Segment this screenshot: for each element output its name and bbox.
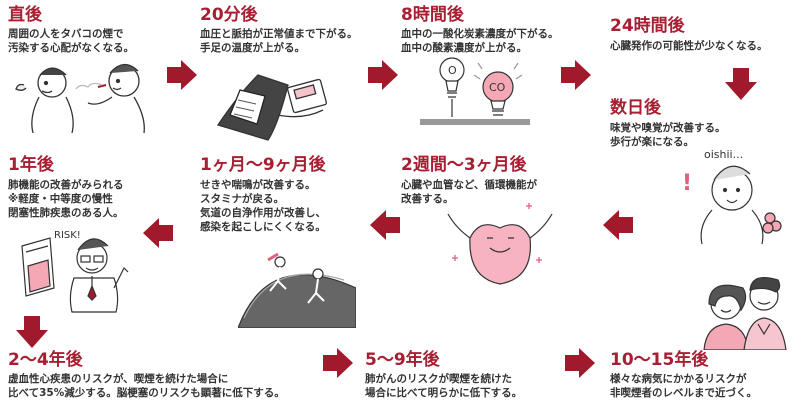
step-desc-5-9y: 肺がんのリスクが喫煙を続けた場合に比べて明らかに低下する。 (365, 373, 523, 399)
step-title-1y: 1年後 (8, 155, 54, 175)
hiking-illustration (238, 252, 356, 328)
arrow-left-icon (603, 210, 633, 240)
step-desc-days: 味覚や嗅覚が改善する。歩行が楽になる。 (610, 122, 726, 148)
smoke-free-people-illustration (15, 63, 145, 134)
arrow-right-icon (368, 60, 398, 90)
step-title-10-15y: 10～15年後 (610, 350, 709, 370)
step-title-2-4y: 2～4年後 (8, 350, 83, 370)
oishii-label: oishii... (704, 148, 743, 161)
step-title-immediately: 直後 (8, 5, 42, 25)
step-desc-2-4y: 虚血性心疾患のリスクが、喫煙を続けた場合に比べて35%減少する。脳梗塞のリスクも… (8, 373, 285, 399)
step-title-days: 数日後 (610, 98, 661, 118)
step-desc-20min: 血圧と脈拍が正常値まで下がる。手足の温度が上がる。 (200, 28, 358, 54)
step-title-5-9y: 5～9年後 (365, 350, 440, 370)
step-desc-2w-3m: 心臓や血管など、循環機能が改善する。 (401, 179, 537, 205)
arrow-right-icon (561, 60, 591, 90)
step-title-1m-9m: 1ヶ月～9ヶ月後 (200, 155, 326, 175)
step-desc-24h: 心臓発作の可能性が少なくなる。 (610, 40, 768, 52)
circulation-illustration (447, 203, 553, 285)
arrow-down-icon (725, 68, 757, 100)
step-desc-immediately: 周囲の人をタバコの煙で汚染する心配がなくなる。 (8, 28, 134, 54)
arrow-right-icon (565, 348, 595, 378)
arrow-right-icon (167, 60, 197, 90)
step-title-24h: 24時間後 (610, 16, 685, 36)
step-desc-1m-9m: せきや喘鳴が改善する。スタミナが戻る。 気道の自浄作用が改善し、感染を起こしにく… (200, 179, 326, 233)
step-desc-1y: 肺機能の改善がみられる※軽度・中等度の慢性閉塞性肺疾患のある人。 (8, 179, 124, 219)
risk-chart-man-illustration: RISK! (21, 230, 129, 313)
arrow-right-icon (323, 348, 353, 378)
oxygen-label: O (448, 64, 457, 77)
step-desc-10-15y: 様々な病気にかかるリスクが非喫煙者のレベルまで近づく。 (610, 373, 757, 399)
oxygen-co-illustration: O CO (420, 57, 530, 125)
arrow-down-icon (16, 316, 48, 348)
step-title-20min: 20分後 (200, 5, 258, 25)
blood-pressure-illustration (216, 74, 327, 141)
step-title-2w-3m: 2週間～3ヶ月後 (401, 155, 527, 175)
risk-label: RISK! (54, 230, 81, 241)
tasting-person-illustration: oishii... ! (682, 148, 782, 245)
step-title-8h: 8時間後 (401, 5, 464, 25)
exclaim-label: ! (682, 171, 692, 196)
arrow-left-icon (143, 218, 173, 248)
step-desc-8h: 血中の一酸化炭素濃度が下がる。血中の酸素濃度が上がる。 (401, 28, 559, 54)
couple-illustration (703, 277, 787, 350)
arrow-left-icon (370, 210, 400, 240)
co-label: CO (489, 81, 506, 94)
